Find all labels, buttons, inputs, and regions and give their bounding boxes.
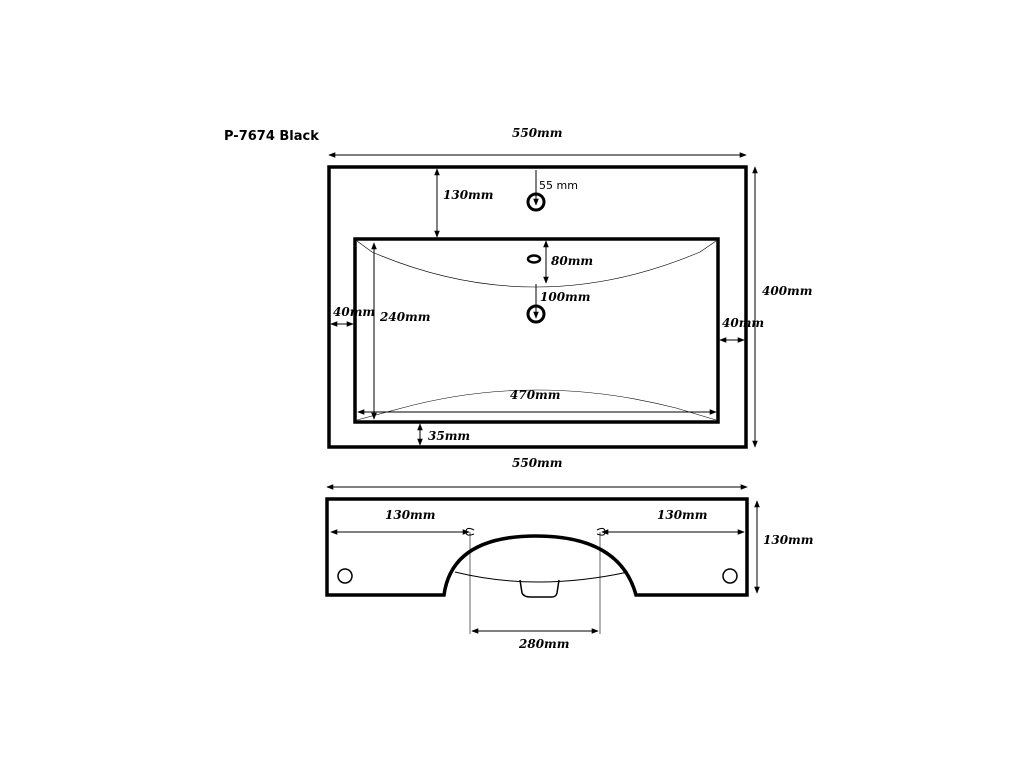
countertop-outline	[327, 165, 748, 449]
basin-outline	[353, 237, 720, 424]
basin-corner-line	[675, 407, 717, 421]
overflow-label: 80mm	[551, 254, 593, 268]
basin-corner-line	[699, 240, 717, 253]
overflow-hole	[526, 254, 542, 264]
bowl-bottom-curve	[454, 571, 629, 583]
basin-width-label: 470mm	[510, 388, 560, 402]
front-profile-outline	[325, 497, 749, 597]
right-margin-label: 40mm	[722, 316, 764, 330]
basin-corner-line	[356, 240, 373, 253]
tap-hole-label: 55 mm	[539, 179, 578, 192]
mounting-hole-left	[337, 568, 353, 584]
bowl-width-label: 280mm	[518, 637, 569, 651]
tap-offset-label: 130mm	[443, 188, 493, 202]
basin-corner-line	[356, 407, 403, 421]
right-offset-label: 130mm	[657, 508, 707, 522]
left-margin-label: 40mm	[333, 305, 375, 319]
product-title: P-7674 Black	[224, 129, 319, 144]
front-width-label: 550mm	[512, 456, 562, 470]
drain-outlet	[519, 579, 560, 598]
front-view: 550mm 130mm 130mm 130mm 280mm	[325, 456, 813, 651]
drain-label: 100mm	[540, 290, 590, 304]
top-view: 550mm 400mm 130mm 55 mm 80mm 100mm 40mm …	[327, 126, 812, 449]
mounting-hole-right	[722, 568, 738, 584]
left-offset-label: 130mm	[385, 508, 435, 522]
bottom-margin-label: 35mm	[428, 429, 470, 443]
width-dimension-label: 550mm	[512, 126, 562, 140]
front-height-label: 130mm	[763, 533, 813, 547]
basin-lower-curve	[401, 389, 677, 409]
basin-depth-label: 240mm	[379, 310, 430, 324]
height-dimension-label: 400mm	[762, 284, 812, 298]
